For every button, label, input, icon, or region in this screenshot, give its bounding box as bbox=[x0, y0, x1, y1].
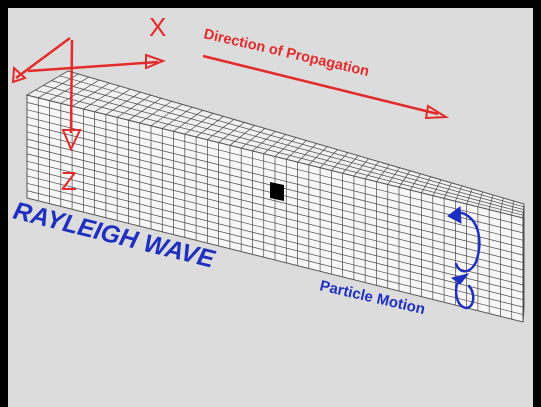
grid-line bbox=[522, 293, 525, 308]
grid-line bbox=[60, 79, 100, 104]
grid-line bbox=[229, 125, 255, 146]
grid-line bbox=[128, 97, 162, 121]
grid-line bbox=[455, 185, 463, 202]
grid-line bbox=[522, 278, 525, 293]
grid-line bbox=[71, 82, 110, 107]
grid-line bbox=[150, 103, 183, 127]
grid-line bbox=[522, 285, 525, 300]
grid-line bbox=[105, 91, 141, 115]
propagation-arrow bbox=[202, 54, 450, 120]
end-face-grid bbox=[522, 211, 525, 315]
grid-line bbox=[26, 175, 524, 301]
grid-line bbox=[173, 110, 203, 132]
grid-line bbox=[26, 102, 524, 226]
grid-line bbox=[240, 128, 266, 149]
grid-line bbox=[522, 241, 525, 256]
grid-line bbox=[353, 158, 369, 177]
grid-line bbox=[49, 76, 89, 101]
grid-line bbox=[26, 146, 524, 271]
grid-line bbox=[195, 116, 224, 138]
grid-line bbox=[83, 85, 121, 110]
grid-line bbox=[184, 113, 214, 135]
grid-line bbox=[500, 197, 504, 213]
grid-line bbox=[522, 233, 525, 248]
grid-line bbox=[331, 152, 349, 171]
grid-line bbox=[488, 194, 494, 210]
grid-line bbox=[26, 168, 524, 293]
grid-line bbox=[319, 149, 338, 168]
grid-line bbox=[26, 190, 524, 315]
grid-line bbox=[26, 116, 524, 241]
grid-line bbox=[522, 226, 525, 241]
grid-line bbox=[116, 94, 152, 118]
grid-line bbox=[286, 140, 307, 160]
grid-line bbox=[466, 188, 473, 205]
grid-line bbox=[522, 218, 525, 233]
grid-line bbox=[308, 146, 328, 166]
x-axis-label: X bbox=[149, 12, 166, 42]
particle-motion-loop-icon bbox=[447, 206, 481, 310]
grid-line bbox=[522, 248, 525, 263]
grid-line bbox=[94, 88, 131, 113]
grid-line bbox=[59, 75, 524, 208]
grid-line bbox=[35, 89, 524, 216]
grid-line bbox=[443, 182, 452, 199]
grid-line bbox=[409, 173, 421, 191]
grid-line bbox=[162, 106, 193, 129]
grid-line bbox=[26, 153, 524, 278]
grid-line bbox=[26, 160, 524, 286]
grid-line bbox=[274, 137, 297, 157]
grid-line bbox=[522, 255, 525, 271]
grid-line bbox=[139, 100, 172, 124]
x-axis-arrow bbox=[11, 36, 166, 84]
particle-marker bbox=[270, 182, 284, 201]
z-axis-arrow bbox=[61, 39, 82, 152]
grid-line bbox=[297, 143, 317, 163]
grid-line bbox=[51, 80, 524, 210]
front-face-grid bbox=[26, 97, 524, 320]
grid-line bbox=[342, 155, 359, 174]
propagation-label: Direction of Propagation bbox=[202, 26, 370, 80]
grid-line bbox=[218, 122, 245, 143]
grid-line bbox=[522, 263, 525, 278]
grid-line bbox=[207, 119, 235, 141]
rayleigh-wave-diagram: X Z Direction of Propagation RAYLEIGH WA… bbox=[11, 12, 525, 323]
grid-line bbox=[522, 211, 525, 226]
grid-line bbox=[522, 270, 525, 285]
grid-line bbox=[398, 170, 411, 188]
z-axis-label: Z bbox=[61, 166, 77, 196]
grid-line bbox=[477, 191, 483, 207]
grid-line bbox=[263, 134, 286, 154]
grid-line bbox=[421, 176, 432, 194]
grid-line bbox=[364, 161, 380, 180]
grid-line bbox=[26, 138, 524, 263]
grid-line bbox=[387, 167, 400, 185]
grid-line bbox=[26, 182, 524, 308]
grid-line bbox=[43, 85, 524, 213]
grid-line bbox=[522, 300, 525, 315]
diagram-frame: X Z Direction of Propagation RAYLEIGH WA… bbox=[8, 8, 533, 407]
grid-line bbox=[26, 109, 524, 234]
grid-line bbox=[376, 164, 390, 182]
grid-line bbox=[511, 200, 514, 216]
top-face-grid bbox=[35, 73, 524, 216]
grid-line bbox=[432, 179, 442, 196]
grid-line bbox=[252, 131, 276, 152]
